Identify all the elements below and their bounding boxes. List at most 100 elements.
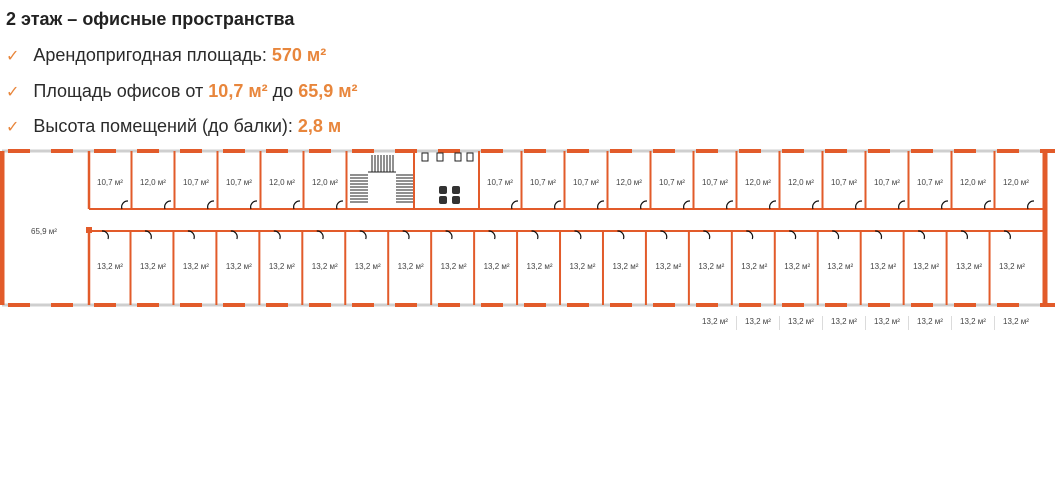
door-icon bbox=[683, 200, 691, 210]
door-icon bbox=[918, 230, 926, 240]
room-area-label: 10,7 м² bbox=[659, 178, 685, 187]
room-area-label: 12,0 м² bbox=[312, 178, 338, 187]
door-icon bbox=[746, 230, 754, 240]
door-icon bbox=[445, 230, 453, 240]
room-area-label: 12,0 м² bbox=[960, 178, 986, 187]
door-icon bbox=[960, 230, 968, 240]
door-icon bbox=[617, 230, 625, 240]
door-icon bbox=[402, 230, 410, 240]
door-icon bbox=[703, 230, 711, 240]
room-area-label: 13,2 м² bbox=[827, 262, 853, 271]
room-area-label: 13,2 м² bbox=[441, 262, 467, 271]
door-icon bbox=[812, 200, 820, 210]
room-area-label: 12,0 м² bbox=[269, 178, 295, 187]
feature-office-size: ✓ Площадь офисов от 10,7 м² до 65,9 м² bbox=[6, 81, 358, 102]
room-area-label: 13,2 м² bbox=[741, 262, 767, 271]
room-area-label: 13,2 м² bbox=[870, 262, 896, 271]
room-area-label: 13,2 м² bbox=[702, 317, 728, 326]
room-area-label: 13,2 м² bbox=[960, 317, 986, 326]
feature-label: Арендопригодная площадь: bbox=[33, 45, 267, 65]
door-icon bbox=[660, 230, 668, 240]
door-icon bbox=[101, 230, 109, 240]
feature-value: 2,8 м bbox=[297, 116, 342, 136]
room-area-label: 10,7 м² bbox=[226, 178, 252, 187]
door-icon bbox=[855, 200, 863, 210]
door-icon bbox=[121, 200, 129, 210]
door-icon bbox=[207, 200, 215, 210]
room-area-label: 13,2 м² bbox=[655, 262, 681, 271]
sink-icon bbox=[452, 196, 460, 204]
room-area-label: 12,0 м² bbox=[788, 178, 814, 187]
room-area-label: 13,2 м² bbox=[999, 262, 1025, 271]
sink-icon bbox=[439, 196, 447, 204]
room-area-label: 13,2 м² bbox=[831, 317, 857, 326]
room-area-label: 13,2 м² bbox=[569, 262, 595, 271]
door-icon bbox=[574, 230, 582, 240]
room-area-label: 13,2 м² bbox=[784, 262, 810, 271]
door-icon bbox=[941, 200, 949, 210]
door-icon bbox=[769, 200, 777, 210]
room-area-label: 13,2 м² bbox=[312, 262, 338, 271]
door-icon bbox=[488, 230, 496, 240]
room-area-label: 13,2 м² bbox=[1003, 317, 1029, 326]
door-icon bbox=[1003, 230, 1011, 240]
room-area-label: 13,2 м² bbox=[917, 317, 943, 326]
sink-icon bbox=[439, 186, 447, 194]
check-icon: ✓ bbox=[6, 48, 20, 65]
check-icon: ✓ bbox=[6, 84, 20, 101]
room-area-label: 13,2 м² bbox=[355, 262, 381, 271]
room-area-label: 13,2 м² bbox=[183, 262, 209, 271]
door-icon bbox=[187, 230, 195, 240]
toilet-icon bbox=[454, 152, 462, 162]
door-icon bbox=[293, 200, 301, 210]
room-area-label: 10,7 м² bbox=[183, 178, 209, 187]
room-area-label: 13,2 м² bbox=[140, 262, 166, 271]
sink-icon bbox=[452, 186, 460, 194]
page-title: 2 этаж – офисные пространства bbox=[6, 9, 295, 29]
toilet-icon bbox=[466, 152, 474, 162]
room-area-label: 65,9 м² bbox=[31, 227, 57, 236]
feature-rentable-area: ✓ Арендопригодная площадь: 570 м² bbox=[6, 45, 326, 66]
door-icon bbox=[789, 230, 797, 240]
room-area-label: 10,7 м² bbox=[487, 178, 513, 187]
feature-value: 65,9 м² bbox=[298, 81, 358, 101]
room-area-label: 13,2 м² bbox=[874, 317, 900, 326]
door-icon bbox=[554, 200, 562, 210]
feature-label: Высота помещений (до балки): bbox=[33, 116, 293, 136]
room-area-label: 12,0 м² bbox=[1003, 178, 1029, 187]
toilet-icon bbox=[436, 152, 444, 162]
room-area-label: 13,2 м² bbox=[226, 262, 252, 271]
feature-value: 570 м² bbox=[271, 45, 327, 65]
room-area-label: 10,7 м² bbox=[874, 178, 900, 187]
room-area-label: 13,2 м² bbox=[698, 262, 724, 271]
check-icon: ✓ bbox=[6, 119, 20, 136]
room-area-label: 13,2 м² bbox=[788, 317, 814, 326]
door-icon bbox=[336, 200, 344, 210]
room-area-label: 13,2 м² bbox=[913, 262, 939, 271]
door-icon bbox=[511, 200, 519, 210]
door-icon bbox=[250, 200, 258, 210]
door-icon bbox=[726, 200, 734, 210]
door-icon bbox=[359, 230, 367, 240]
toilet-icon bbox=[421, 152, 429, 162]
door-icon bbox=[1027, 200, 1035, 210]
door-icon bbox=[640, 200, 648, 210]
room-area-label: 13,2 м² bbox=[956, 262, 982, 271]
room-area-label: 12,0 м² bbox=[745, 178, 771, 187]
room-area-label: 13,2 м² bbox=[612, 262, 638, 271]
door-icon bbox=[316, 230, 324, 240]
door-icon bbox=[144, 230, 152, 240]
feature-label: Площадь офисов от bbox=[33, 81, 204, 101]
room-area-label: 10,7 м² bbox=[831, 178, 857, 187]
feature-value: 10,7 м² bbox=[208, 81, 268, 101]
room-area-label: 13,2 м² bbox=[484, 262, 510, 271]
door-icon bbox=[273, 230, 281, 240]
door-icon bbox=[164, 200, 172, 210]
room-area-label: 13,2 м² bbox=[745, 317, 771, 326]
room-area-label: 12,0 м² bbox=[616, 178, 642, 187]
feature-ceiling-height: ✓ Высота помещений (до балки): 2,8 м bbox=[6, 116, 341, 137]
room-area-label: 13,2 м² bbox=[97, 262, 123, 271]
feature-label: до bbox=[272, 81, 294, 101]
room-area-label: 10,7 м² bbox=[530, 178, 556, 187]
